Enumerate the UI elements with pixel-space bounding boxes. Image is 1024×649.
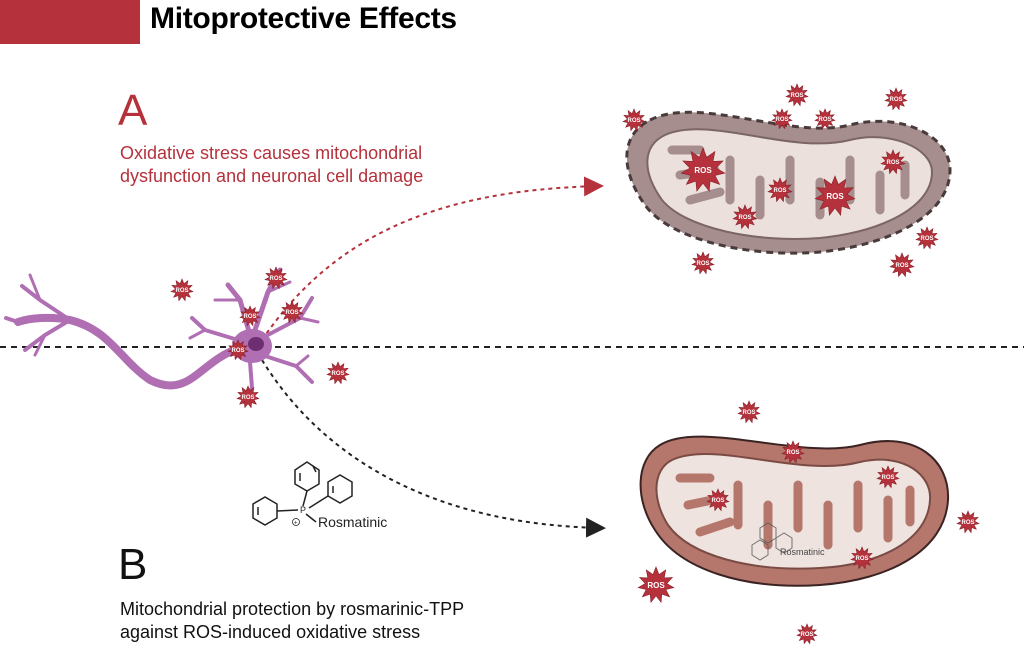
- ros-burst-icon: ROS: [326, 361, 350, 385]
- ros-label: ROS: [826, 192, 844, 201]
- panel-a-caption: Oxidative stress causes mitochondrial dy…: [120, 142, 423, 188]
- protected-mitochondrion: [639, 435, 950, 587]
- panel-a-caption-line1: Oxidative stress causes mitochondrial: [120, 143, 423, 163]
- ros-burst-icon: ROS: [264, 266, 288, 290]
- ros-label: ROS: [855, 556, 868, 562]
- ros-label: ROS: [269, 276, 282, 282]
- ros-burst-icon: ROS: [767, 177, 793, 203]
- svg-text:+: +: [294, 521, 298, 527]
- title-accent-bar: [0, 0, 140, 44]
- tpp-molecule-structure: [252, 461, 353, 526]
- ros-burst-icon: ROS: [170, 278, 194, 302]
- mito-molecule-label: Rosmatinic: [780, 547, 825, 557]
- ros-burst-icon: ROS: [706, 488, 730, 512]
- ros-label: ROS: [818, 117, 831, 123]
- ros-label: ROS: [786, 450, 799, 456]
- ros-label: ROS: [790, 93, 803, 99]
- neuron: [4, 267, 320, 404]
- ros-label: ROS: [694, 166, 712, 175]
- phosphorus-atom: P: [300, 505, 306, 515]
- ros-label: ROS: [742, 410, 755, 416]
- ros-burst-icon: ROS: [771, 108, 793, 130]
- ros-label: ROS: [886, 160, 899, 166]
- ros-label: ROS: [961, 520, 974, 526]
- ros-burst-icon: ROS: [814, 175, 856, 216]
- tpp-molecule-label: Rosmatinic: [318, 514, 387, 530]
- ros-label: ROS: [175, 288, 188, 294]
- arrow-to-protected-mito: [261, 359, 606, 538]
- ros-label: ROS: [241, 395, 254, 401]
- panel-b-caption-line1: Mitochondrial protection by rosmarinic-T…: [120, 599, 465, 619]
- ros-burst-icon: ROS: [227, 339, 249, 361]
- ros-burst-icon: ROS: [889, 252, 915, 278]
- panel-b-letter: B: [118, 540, 148, 589]
- page-title: Mitoprotective Effects: [150, 2, 457, 35]
- arrow-to-damaged-mito: [261, 176, 604, 341]
- panel-a-caption-line2: dysfunction and neuronal cell damage: [120, 166, 424, 186]
- panel-b-caption-line2: against ROS-induced oxidative stress: [120, 622, 421, 642]
- ros-label: ROS: [738, 215, 751, 221]
- ros-label: ROS: [285, 310, 298, 316]
- ros-burst-icon: ROS: [781, 440, 805, 464]
- ros-burst-icon: ROS: [880, 149, 906, 175]
- ros-label: ROS: [231, 348, 244, 354]
- ros-burst-icon: ROS: [732, 204, 758, 230]
- ros-particles: ROS ROS ROS ROS ROS ROS ROS ROS ROS ROS ROS ROS ROS R…: [170, 83, 980, 645]
- ros-label: ROS: [331, 371, 344, 377]
- panel-b-caption: Mitochondrial protection by rosmarinic-T…: [120, 598, 464, 644]
- ros-label: ROS: [881, 475, 894, 481]
- ros-label: ROS: [895, 263, 908, 269]
- ros-label: ROS: [889, 97, 902, 103]
- ros-burst-icon: ROS: [956, 510, 980, 534]
- ros-burst-icon: ROS: [785, 83, 809, 107]
- ros-burst-icon: ROS: [737, 400, 761, 424]
- ros-burst-icon: ROS: [876, 465, 900, 489]
- ros-burst-icon: ROS: [814, 108, 836, 130]
- ros-label: ROS: [696, 261, 709, 267]
- ros-label: ROS: [920, 236, 933, 242]
- mito-molecule-icon: [751, 522, 793, 561]
- ros-label: ROS: [243, 314, 256, 320]
- ros-burst-icon: ROS: [691, 251, 715, 275]
- ros-burst-icon: ROS: [680, 147, 726, 192]
- ros-burst-icon: ROS: [239, 305, 261, 327]
- damaged-mitochondrion: [625, 110, 952, 255]
- ros-burst-icon: ROS: [884, 87, 908, 111]
- ros-label: ROS: [647, 581, 665, 590]
- ros-label: ROS: [800, 632, 813, 638]
- ros-burst-icon: ROS: [796, 623, 818, 645]
- ros-burst-icon: ROS: [850, 546, 874, 570]
- ros-burst-icon: ROS: [637, 566, 675, 604]
- ros-label: ROS: [627, 118, 640, 124]
- ros-burst-icon: ROS: [280, 300, 304, 324]
- panel-a-letter: A: [118, 86, 148, 135]
- ros-burst-icon: ROS: [915, 226, 939, 250]
- ros-burst-icon: ROS: [622, 108, 646, 132]
- ros-label: ROS: [775, 117, 788, 123]
- ros-burst-icon: ROS: [236, 385, 260, 409]
- ros-label: ROS: [711, 498, 724, 504]
- ros-label: ROS: [773, 188, 786, 194]
- neuron-nucleus: [248, 337, 264, 351]
- positive-charge-icon: [292, 518, 300, 526]
